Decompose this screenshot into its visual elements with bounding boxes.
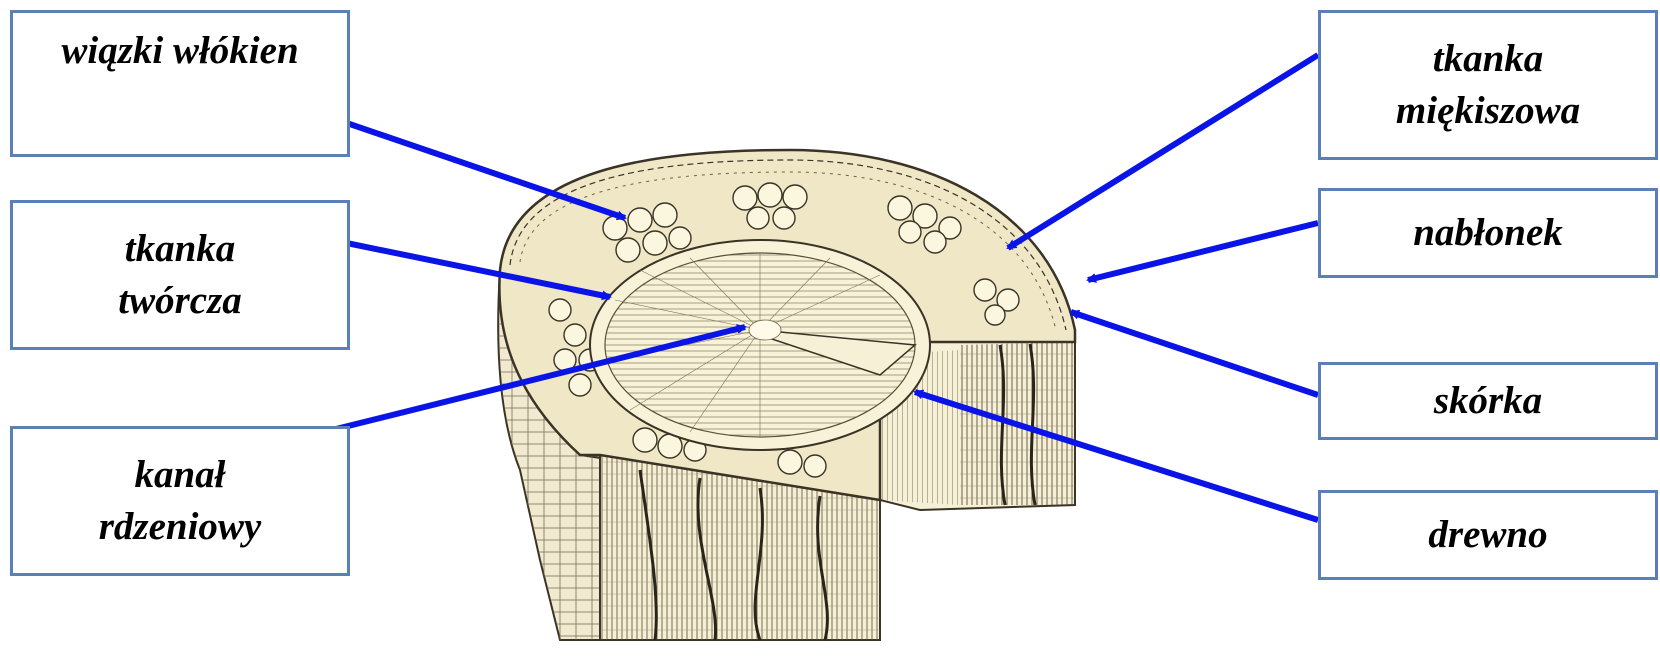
label-wood-text: drewno xyxy=(1428,509,1547,561)
medullary-canal-center xyxy=(749,320,781,340)
label-medullary-canal: kanał rdzeniowy xyxy=(10,426,350,576)
label-cambium: tkanka twórcza xyxy=(10,200,350,350)
label-epithelium-text: nabłonek xyxy=(1413,207,1563,259)
label-medullary-canal-text: kanał rdzeniowy xyxy=(70,449,290,553)
label-wood: drewno xyxy=(1318,490,1658,580)
label-parenchyma: tkanka miękiszowa xyxy=(1318,10,1658,160)
label-parenchyma-text: tkanka miękiszowa xyxy=(1368,33,1608,137)
label-epithelium: nabłonek xyxy=(1318,188,1658,278)
label-fiber-bundles-text: wiązki włókien xyxy=(61,25,298,77)
label-cortex: skórka xyxy=(1318,362,1658,440)
label-cambium-text: tkanka twórcza xyxy=(80,223,280,327)
label-fiber-bundles: wiązki włókien xyxy=(10,10,350,157)
label-cortex-text: skórka xyxy=(1434,375,1542,427)
